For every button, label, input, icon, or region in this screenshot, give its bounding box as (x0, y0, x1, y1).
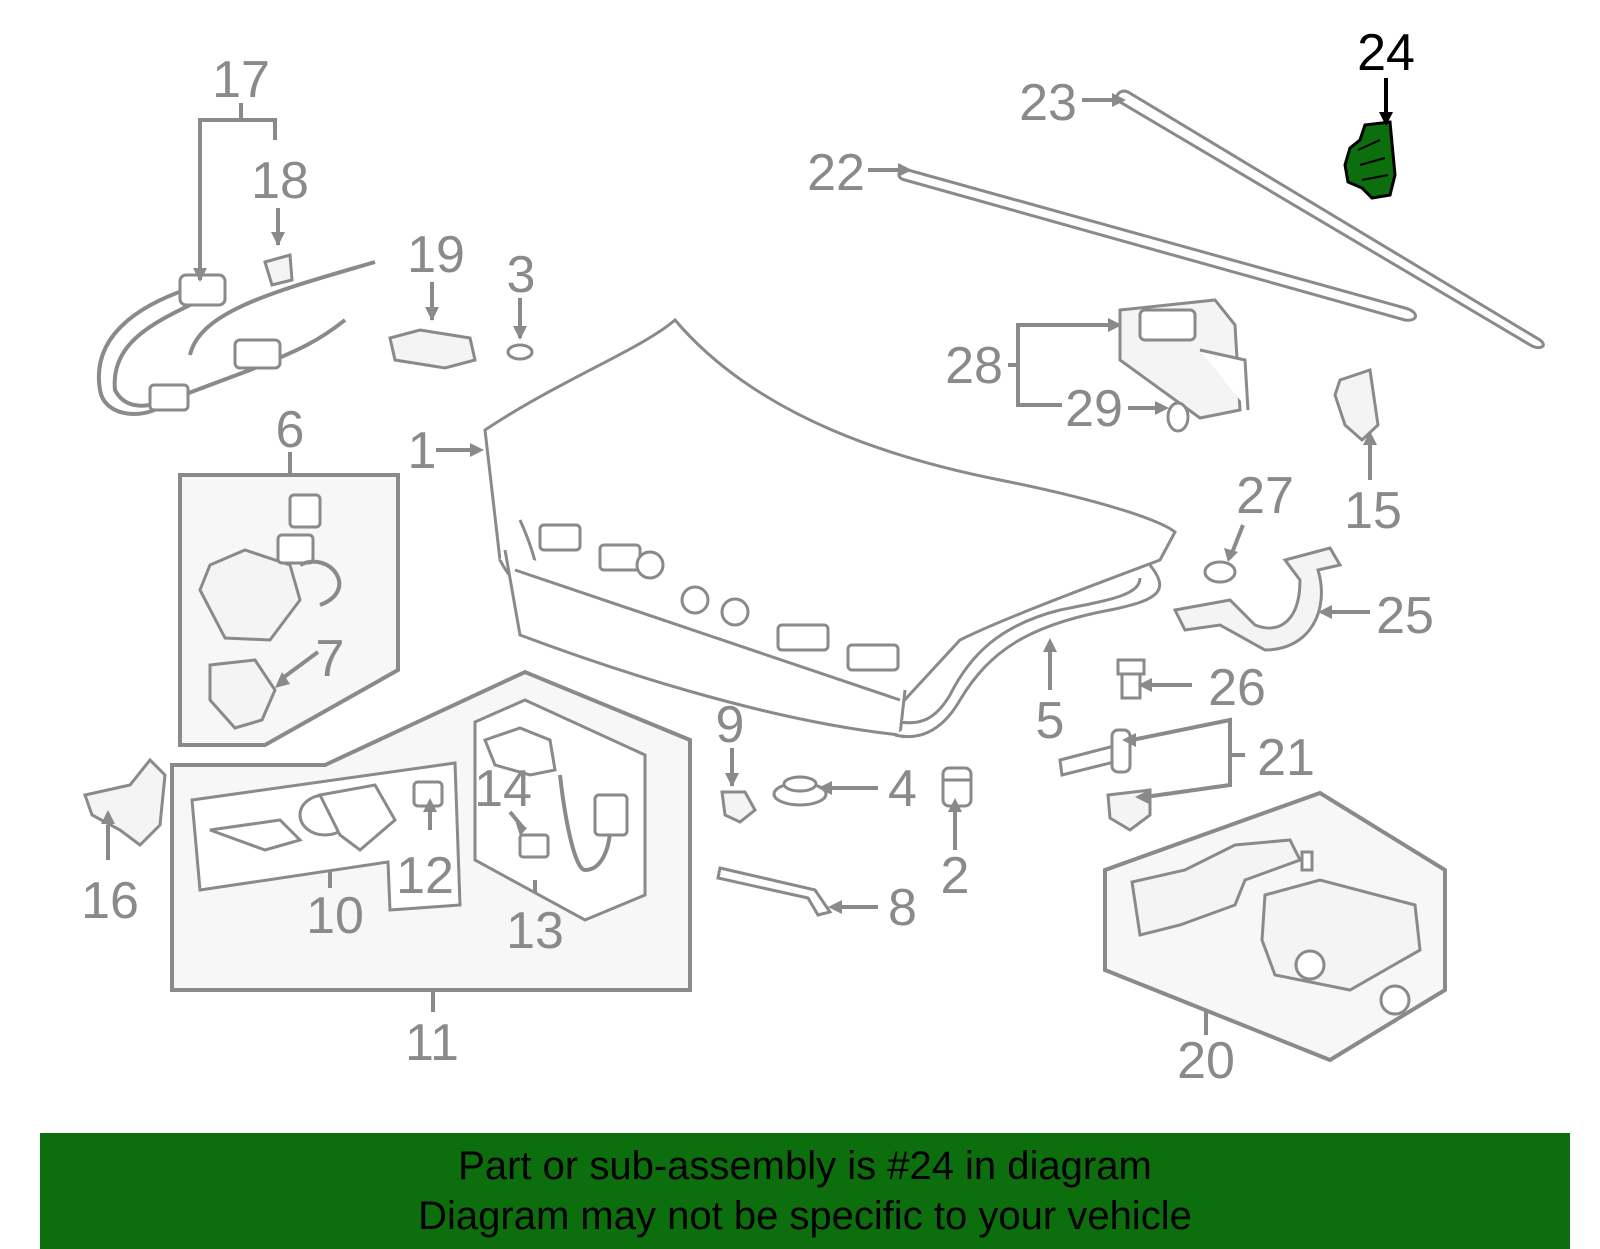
rod-22 (897, 168, 1417, 322)
parts-diagram: 17 18 19 3 1 6 7 16 10 12 14 13 11 9 4 8… (81, 24, 1545, 1090)
label-9: 9 (716, 696, 745, 754)
label-4: 4 (888, 760, 917, 818)
label-26: 26 (1208, 659, 1266, 717)
label-16: 16 (81, 872, 139, 930)
trunk-latch-28[interactable] (1118, 298, 1250, 420)
grommet-4[interactable] (772, 775, 828, 807)
opener-cable-17[interactable] (96, 260, 376, 416)
info-banner: Part or sub-assembly is #24 in diagram D… (40, 1133, 1570, 1249)
label-12: 12 (396, 847, 454, 905)
part-3[interactable] (506, 343, 534, 361)
label-20: 20 (1177, 1032, 1235, 1090)
rod-8[interactable] (716, 866, 833, 917)
label-10: 10 (306, 887, 364, 945)
label-21: 21 (1257, 729, 1315, 787)
clip-9[interactable] (720, 790, 757, 824)
box-group-10 (190, 761, 462, 912)
arrowheads (101, 93, 1377, 914)
clip-18[interactable] (263, 253, 294, 287)
label-28: 28 (945, 337, 1003, 395)
leader-lines (106, 78, 1388, 1035)
lock-switch-13[interactable] (483, 726, 629, 873)
label-8: 8 (888, 879, 917, 937)
label-11: 11 (405, 1014, 459, 1072)
part-7[interactable] (208, 658, 277, 730)
label-7: 7 (316, 630, 345, 688)
label-18: 18 (251, 152, 309, 210)
actuator-6[interactable] (198, 493, 342, 642)
part-27[interactable] (1203, 560, 1237, 584)
label-19: 19 (407, 226, 465, 284)
bolt-26[interactable] (1116, 658, 1146, 700)
pad-19[interactable] (388, 328, 477, 370)
label-27: 27 (1236, 467, 1294, 525)
part-24-bracket[interactable] (1343, 120, 1397, 200)
label-15: 15 (1344, 482, 1402, 540)
part-2[interactable] (941, 766, 973, 808)
label-2: 2 (941, 847, 970, 905)
latch-assembly-20[interactable] (1130, 838, 1422, 1016)
label-29: 29 (1065, 380, 1123, 438)
banner-line-disclaimer: Diagram may not be specific to your vehi… (418, 1194, 1192, 1238)
label-25: 25 (1376, 587, 1434, 645)
lock-assembly-10[interactable] (209, 783, 397, 852)
rod-23 (1115, 89, 1545, 350)
label-13: 13 (506, 902, 564, 960)
trunk-lid (483, 317, 1177, 737)
label-6: 6 (276, 401, 305, 459)
label-24: 24 (1357, 24, 1415, 82)
label-14: 14 (474, 760, 532, 818)
part-15[interactable] (1333, 368, 1380, 443)
label-22: 22 (807, 144, 865, 202)
label-5: 5 (1036, 692, 1065, 750)
part-16[interactable] (83, 757, 167, 847)
part-29[interactable] (1166, 401, 1190, 433)
hinge-25[interactable] (1172, 546, 1343, 652)
lock-cylinder-21[interactable] (1058, 728, 1152, 832)
label-3: 3 (507, 246, 536, 304)
banner-line-part-number: Part or sub-assembly is #24 in diagram (458, 1144, 1152, 1188)
part-number-labels: 17 18 19 3 1 6 7 16 10 12 14 13 11 9 4 8… (81, 24, 1434, 1090)
label-17: 17 (212, 51, 270, 109)
part-14[interactable] (518, 833, 550, 859)
weatherstrip (894, 564, 1162, 739)
label-23: 23 (1019, 74, 1077, 132)
label-1: 1 (408, 422, 437, 480)
